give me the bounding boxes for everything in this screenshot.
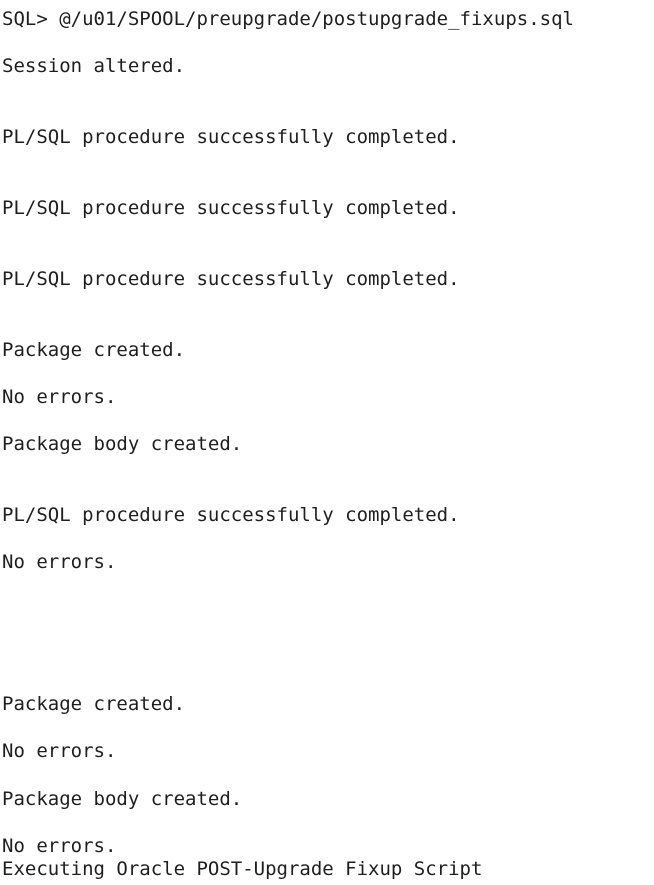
output-line: Executing Oracle POST-Upgrade Fixup Scri… — [2, 858, 483, 880]
output-line: PL/SQL procedure successfully completed. — [2, 268, 460, 290]
output-line: PL/SQL procedure successfully completed. — [2, 504, 460, 526]
output-line: Session altered. — [2, 55, 186, 77]
output-line: Package created. — [2, 339, 186, 361]
command-line: SQL> @/u01/SPOOL/preupgrade/postupgrade_… — [2, 8, 574, 30]
output-line: PL/SQL procedure successfully completed. — [2, 197, 460, 219]
output-line: Package created. — [2, 693, 186, 715]
output-line: Package body created. — [2, 433, 243, 455]
output-line: No errors. — [2, 386, 117, 408]
output-line: No errors. — [2, 551, 117, 573]
output-line: No errors. — [2, 835, 117, 857]
output-line: No errors. — [2, 740, 117, 762]
output-line: Package body created. — [2, 788, 243, 810]
output-line: PL/SQL procedure successfully completed. — [2, 126, 460, 148]
